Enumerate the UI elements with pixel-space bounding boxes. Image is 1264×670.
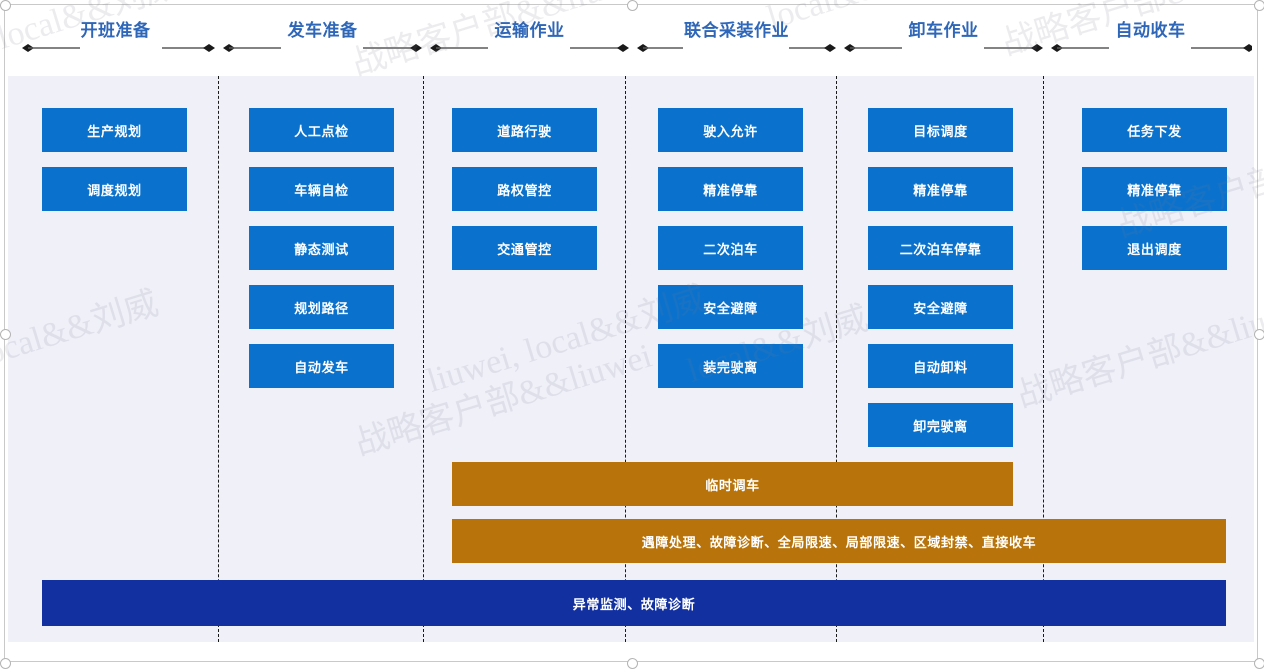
process-box[interactable]: 生产规划 (42, 108, 187, 152)
process-box[interactable]: 精准停靠 (658, 167, 803, 211)
process-box[interactable]: 车辆自检 (249, 167, 394, 211)
diagram-panel: 生产规划 调度规划 人工点检 车辆自检 静态测试 规划路径 自动发车 道路行驶 … (8, 76, 1254, 642)
column-divider-5 (1043, 76, 1044, 642)
resize-handle-bottom-center[interactable] (627, 658, 638, 669)
column-divider-3 (625, 76, 626, 642)
phase-header-4[interactable]: 卸车作业 (842, 6, 1045, 74)
exception-handling-bar[interactable]: 遇障处理、故障诊断、全局限速、局部限速、区域封禁、直接收车 (452, 519, 1226, 563)
process-box[interactable]: 安全避障 (868, 285, 1013, 329)
phase-title-1: 发车准备 (287, 21, 358, 40)
phase-connector-0 (14, 42, 217, 54)
process-box[interactable]: 静态测试 (249, 226, 394, 270)
resize-handle-middle-right[interactable] (1254, 329, 1264, 340)
process-box[interactable]: 自动卸料 (868, 344, 1013, 388)
process-box[interactable]: 路权管控 (452, 167, 597, 211)
phase-header-5[interactable]: 自动收车 (1049, 6, 1252, 74)
phase-header-1[interactable]: 发车准备 (221, 6, 424, 74)
resize-handle-bottom-left[interactable] (0, 658, 11, 669)
phase-connector-3 (635, 42, 838, 54)
process-box[interactable]: 精准停靠 (1082, 167, 1227, 211)
resize-handle-top-left[interactable] (0, 0, 11, 11)
process-box[interactable]: 调度规划 (42, 167, 187, 211)
process-box[interactable]: 道路行驶 (452, 108, 597, 152)
column-divider-4 (836, 76, 837, 642)
phase-title-4: 卸车作业 (908, 21, 979, 40)
resize-handle-top-right[interactable] (1254, 0, 1264, 11)
monitoring-bar[interactable]: 异常监测、故障诊断 (42, 580, 1226, 626)
phase-connector-5 (1049, 42, 1252, 54)
phase-connector-1 (221, 42, 424, 54)
process-box[interactable]: 退出调度 (1082, 226, 1227, 270)
phase-title-2: 运输作业 (494, 21, 565, 40)
phase-connector-2 (428, 42, 631, 54)
column-divider-1 (218, 76, 219, 642)
process-box[interactable]: 卸完驶离 (868, 403, 1013, 447)
process-box[interactable]: 任务下发 (1082, 108, 1227, 152)
column-divider-2 (423, 76, 424, 642)
phase-title-5: 自动收车 (1115, 21, 1186, 40)
process-box[interactable]: 交通管控 (452, 226, 597, 270)
phase-header-2[interactable]: 运输作业 (428, 6, 631, 74)
resize-handle-bottom-right[interactable] (1254, 658, 1264, 669)
process-box[interactable]: 人工点检 (249, 108, 394, 152)
resize-handle-top-center[interactable] (627, 0, 638, 11)
phase-title-0: 开班准备 (80, 21, 151, 40)
process-box[interactable]: 二次泊车停靠 (868, 226, 1013, 270)
process-box[interactable]: 安全避障 (658, 285, 803, 329)
temp-dispatch-bar[interactable]: 临时调车 (452, 462, 1013, 506)
process-box[interactable]: 装完驶离 (658, 344, 803, 388)
process-box[interactable]: 目标调度 (868, 108, 1013, 152)
process-box[interactable]: 自动发车 (249, 344, 394, 388)
phase-header: 开班准备 发车准备 运输作业 (8, 6, 1254, 74)
process-box[interactable]: 规划路径 (249, 285, 394, 329)
process-box[interactable]: 二次泊车 (658, 226, 803, 270)
process-box[interactable]: 驶入允许 (658, 108, 803, 152)
process-box[interactable]: 精准停靠 (868, 167, 1013, 211)
phase-header-3[interactable]: 联合采装作业 (635, 6, 838, 74)
phase-title-3: 联合采装作业 (684, 21, 789, 40)
resize-handle-middle-left[interactable] (0, 329, 11, 340)
phase-connector-4 (842, 42, 1045, 54)
phase-header-0[interactable]: 开班准备 (14, 6, 217, 74)
